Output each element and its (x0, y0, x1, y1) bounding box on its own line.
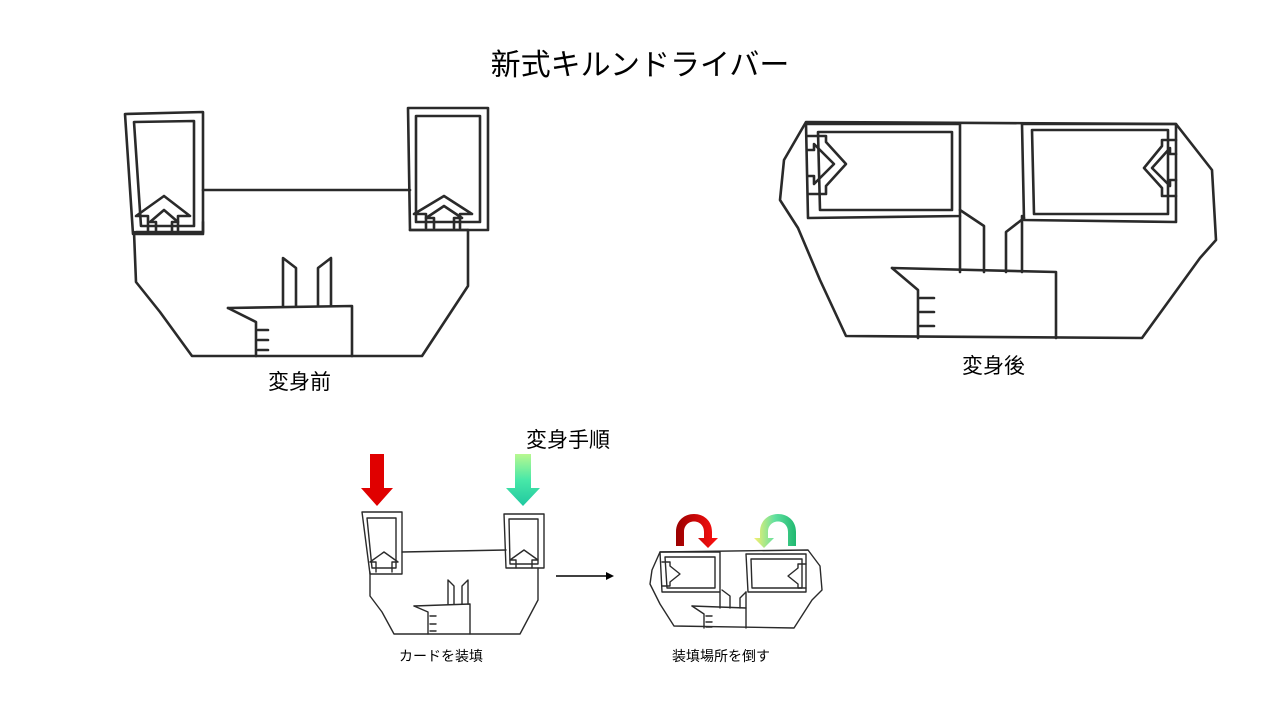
green-down-arrow (506, 454, 540, 506)
caption-step2: 装填場所を倒す (672, 649, 770, 665)
driver-after-drawing (778, 120, 1218, 340)
red-curved-arrow (676, 514, 718, 548)
red-down-arrow (361, 454, 393, 506)
caption-after: 変身後 (962, 354, 1025, 378)
caption-before: 変身前 (268, 370, 331, 394)
step2-drawing (649, 514, 823, 629)
caption-steps-heading: 変身手順 (526, 428, 610, 452)
green-curved-arrow (754, 514, 796, 548)
slide-title: 新式キルンドライバー (490, 48, 790, 83)
caption-step1: カードを装填 (399, 649, 483, 665)
step-transition-arrow (556, 572, 614, 580)
step1-drawing (361, 454, 545, 635)
driver-before-drawing (123, 106, 490, 358)
